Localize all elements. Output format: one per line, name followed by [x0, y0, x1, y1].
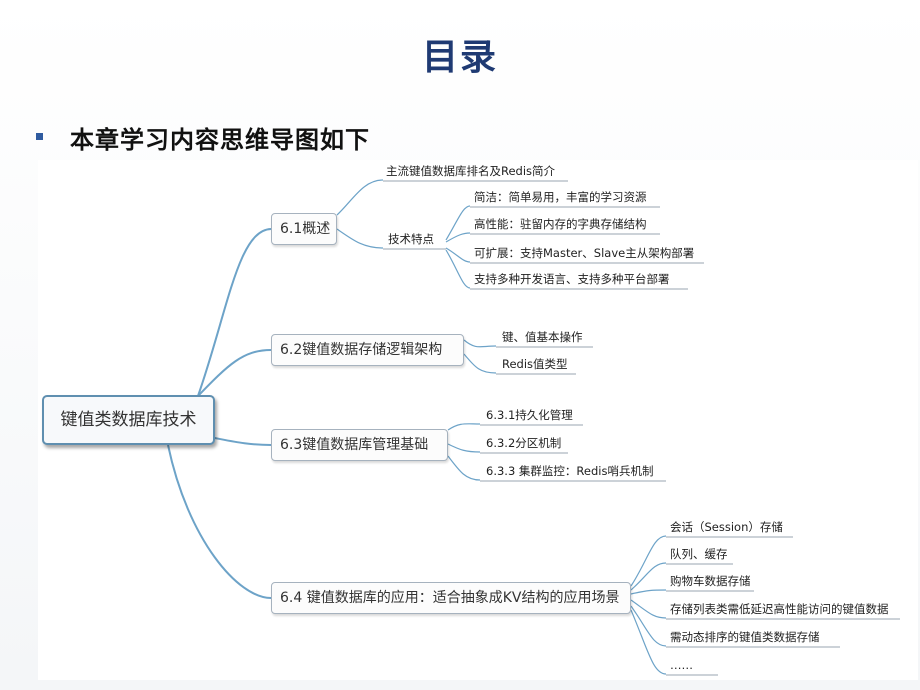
leaf-shopping-cart: 购物车数据存储	[670, 574, 751, 588]
connector-b3-c3	[447, 455, 481, 481]
leaf-queue-cache: 队列、缓存	[670, 547, 728, 561]
leaf-redis-value-types: Redis值类型	[502, 357, 568, 371]
leaf-partitioning: 6.3.2分区机制	[486, 436, 562, 450]
branch-logical-architecture: 6.2键值数据存储逻辑架构	[271, 334, 464, 366]
connector-root-b2	[197, 349, 272, 397]
mind-map: 键值类数据库技术 6.1概述 主流键值数据库排名及Redis简介 技术特点 简洁…	[38, 160, 918, 680]
connector-b4-c2	[630, 562, 667, 591]
connector-tech-l4	[445, 249, 471, 289]
connector-b4-c6	[630, 609, 667, 675]
connector-b4-c1	[630, 535, 667, 587]
connector-b3-c2	[447, 443, 481, 453]
leaf-scalable: 可扩展：支持Master、Slave主从架构部署	[474, 246, 695, 260]
square-bullet-icon	[36, 133, 43, 140]
leaf-dynamic-sorting: 需动态排序的键值类数据存储	[670, 630, 820, 644]
connector-b4-c3	[630, 589, 667, 595]
mind-map-connectors	[167, 179, 900, 676]
leaf-low-latency-kv: 存储列表类需低延迟高性能访问的键值数据	[670, 602, 889, 616]
slide-title: 目录	[421, 37, 498, 78]
connector-b2-c1	[463, 339, 497, 348]
leaf-simple: 简洁：简单易用，丰富的学习资源	[474, 190, 647, 204]
leaf-ellipsis: ……	[670, 658, 693, 672]
branch-management-basics: 6.3键值数据库管理基础	[271, 429, 448, 461]
connector-root-b4	[167, 444, 272, 599]
branch-overview: 6.1概述	[271, 213, 337, 245]
mind-map-root: 键值类数据库技术	[42, 395, 215, 445]
branch-applications: 6.4 键值数据库的应用：适合抽象成KV结构的应用场景	[271, 582, 631, 614]
slide-subtitle: 本章学习内容思维导图如下	[70, 125, 370, 154]
connector-b4-c4	[630, 599, 667, 619]
leaf-kv-operations: 键、值基本操作	[502, 330, 583, 344]
connector-b4-c5	[630, 605, 667, 647]
connector-root-b1	[197, 228, 272, 397]
connector-b2-c2	[463, 353, 497, 374]
leaf-multi-language: 支持多种开发语言、支持多种平台部署	[474, 272, 670, 286]
connector-b1-c2	[336, 228, 384, 249]
connector-tech-l3	[445, 247, 471, 263]
connector-b3-c1	[447, 423, 481, 431]
leaf-redis-intro: 主流键值数据库排名及Redis简介	[386, 164, 556, 178]
connector-tech-l1	[445, 205, 471, 241]
leaf-tech-features: 技术特点	[388, 232, 434, 246]
leaf-persistence: 6.3.1持久化管理	[486, 408, 573, 422]
leaf-cluster-monitoring: 6.3.3 集群监控：Redis哨兵机制	[486, 464, 654, 478]
connector-tech-l2	[445, 232, 471, 243]
leaf-session-storage: 会话（Session）存储	[670, 520, 783, 534]
connector-b1-c1	[336, 179, 384, 216]
leaf-high-performance: 高性能：驻留内存的字典存储结构	[474, 217, 647, 231]
